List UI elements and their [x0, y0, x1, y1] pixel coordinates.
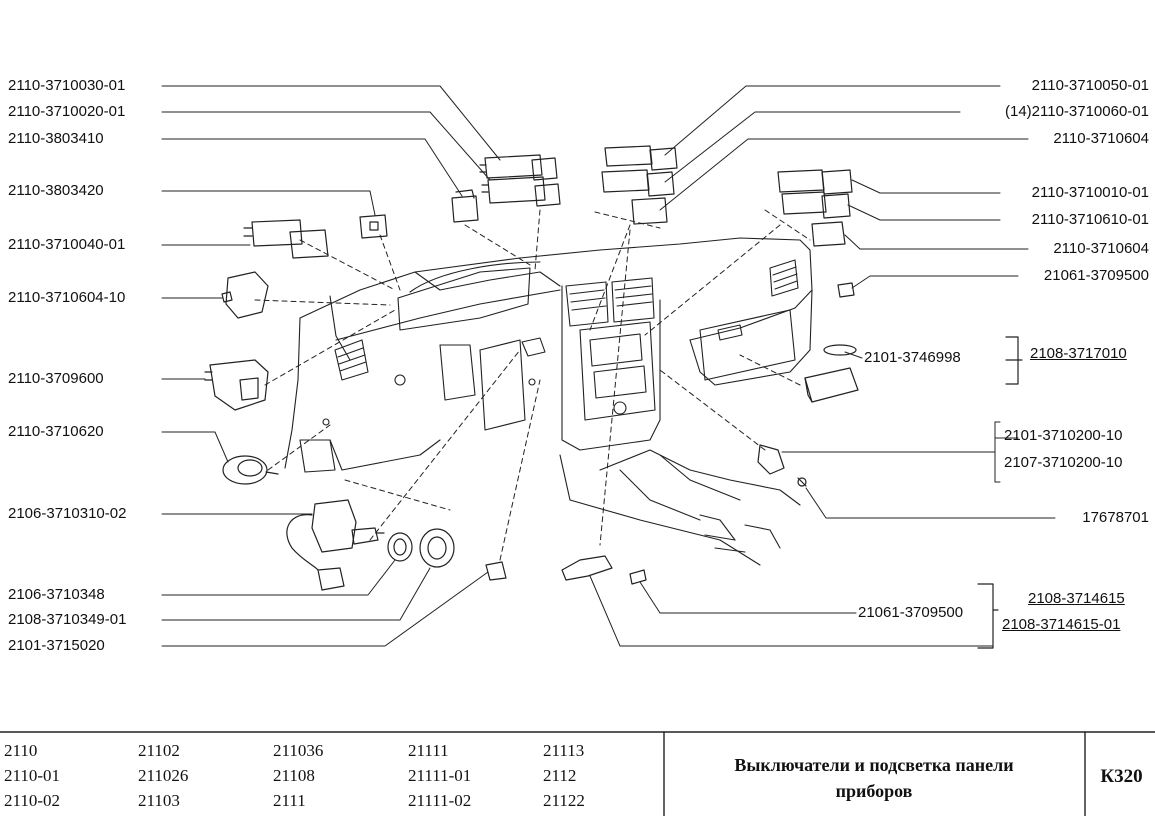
model-code: 2110-01: [4, 766, 61, 785]
model-code: 211036: [273, 741, 324, 760]
dashed-guides: [254, 209, 811, 561]
model-code: 21111: [408, 741, 449, 760]
part-label: 2110-3803420: [8, 182, 104, 199]
part-label: 2106-3710348: [8, 586, 105, 603]
part-label: 2110-3710030-01: [8, 77, 126, 94]
part-label: 2110-3710604: [1053, 240, 1149, 257]
part-label: 2110-3710610-01: [1031, 211, 1149, 228]
model-code: 21102: [138, 741, 180, 760]
dashboard-outline: [284, 237, 813, 566]
part-label: 21061-3709500: [1043, 267, 1149, 284]
part-label: 2110-3710020-01: [8, 103, 126, 120]
leader-lines: [161, 85, 1056, 647]
part-label: 2106-3710310-02: [8, 505, 127, 522]
part-label: 2110-3803410: [8, 130, 104, 147]
section-title-line: приборов: [835, 781, 913, 801]
title-block-frame: [0, 731, 1155, 816]
section-title-line: Выключатели и подсветка панели: [734, 755, 1014, 775]
part-label: 2107-3710200-10: [1004, 454, 1123, 471]
part-label: 2110-3710604-10: [8, 289, 126, 306]
brackets: [977, 336, 1023, 649]
part-label: 2110-3710040-01: [8, 236, 126, 253]
assembly-label: 2108-3717010: [1030, 345, 1127, 362]
part-label: 2101-3710200-10: [1004, 427, 1123, 444]
part-label: 2101-3746998: [864, 349, 961, 366]
section-title: Выключатели и подсветка панели приборов: [668, 752, 1080, 804]
model-code: 21103: [138, 791, 180, 810]
part-label: 2101-3715020: [8, 637, 105, 654]
part-label: 2110-3710620: [8, 423, 104, 440]
model-code: 2112: [543, 766, 577, 785]
model-code: 21108: [273, 766, 315, 785]
part-label: 21061-3709500: [858, 604, 964, 621]
model-code: 2110-02: [4, 791, 61, 810]
model-code: 2110: [4, 741, 38, 760]
model-code: 211026: [138, 766, 189, 785]
model-code: 21111-02: [408, 791, 472, 810]
model-code: 2111: [273, 791, 306, 810]
part-label: 17678701: [1082, 509, 1149, 526]
part-label: 2110-3709600: [8, 370, 104, 387]
part-label: (14)2110-3710060-01: [1004, 103, 1149, 120]
part-label: 2110-3710050-01: [1031, 77, 1149, 94]
section-code: К320: [1100, 766, 1143, 787]
model-code: 21122: [543, 791, 585, 810]
part-label: 2110-3710604: [1053, 130, 1149, 147]
assembly-label: 2108-3714615: [1028, 590, 1125, 607]
part-label: 2108-3710349-01: [8, 611, 127, 628]
model-code: 21113: [543, 741, 585, 760]
model-code: 21111-01: [408, 766, 472, 785]
part-label: 2110-3710010-01: [1031, 184, 1149, 201]
assembly-label: 2108-3714615-01: [1002, 616, 1121, 633]
